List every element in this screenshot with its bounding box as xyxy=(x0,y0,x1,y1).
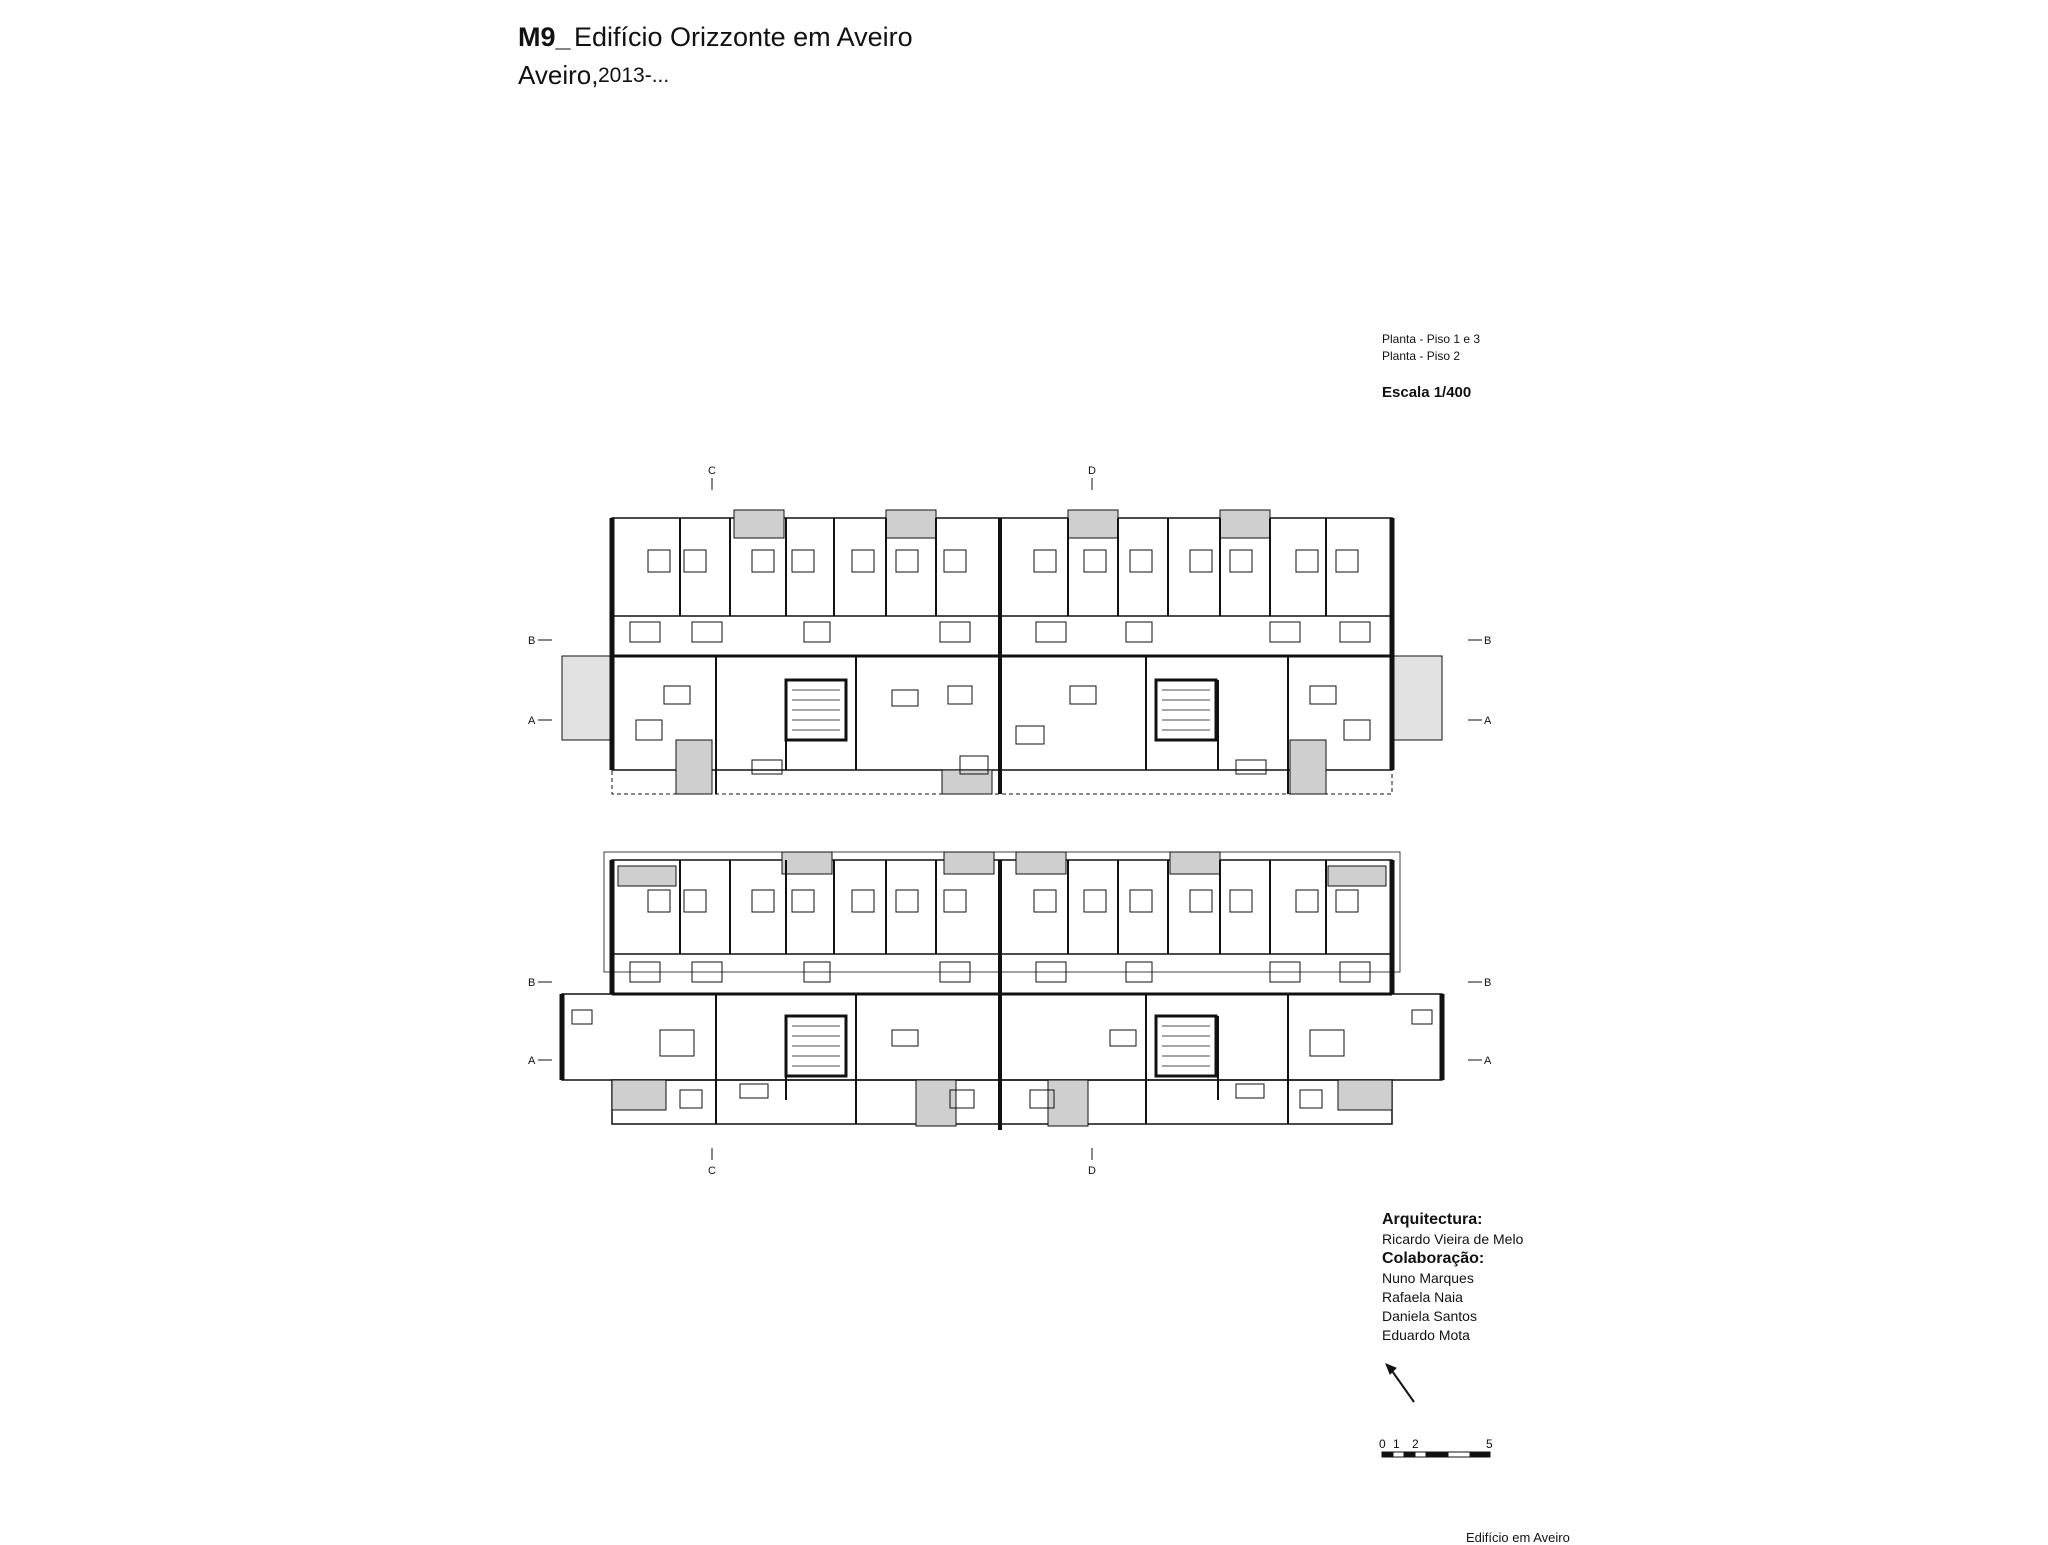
lower-plan-stair-cores xyxy=(784,1014,1218,1078)
project-title: Edifício Orizzonte em Aveiro xyxy=(574,22,913,52)
upper-plan-loggias xyxy=(733,509,1271,539)
architect-name: Ricardo Vieira de Melo xyxy=(1382,1231,1524,1247)
section-marker-b-right: B xyxy=(1484,635,1491,647)
section-marker-a-left-lower: A xyxy=(528,1055,536,1067)
upper-plan-beds xyxy=(647,549,1359,573)
legend-plan-floor-2: Planta - Piso 2 xyxy=(1382,349,1461,363)
section-marker-a-right: A xyxy=(1484,715,1492,727)
upper-plan-bathrooms xyxy=(629,621,1371,643)
section-marker-a-left: A xyxy=(528,715,536,727)
project-year: 2013-... xyxy=(598,64,670,87)
section-marker-d-top: D xyxy=(1088,465,1096,477)
graphic-scale-ticks: 0 1 2 5 xyxy=(1379,1437,1493,1451)
section-marker-b-right-lower: B xyxy=(1484,977,1491,989)
scale-tick-1: 1 xyxy=(1393,1437,1400,1451)
section-marker-b-left: B xyxy=(528,635,535,647)
section-marker-d-bottom: D xyxy=(1088,1165,1096,1177)
section-marker-lines xyxy=(538,478,1482,1160)
collaborator-name: Daniela Santos xyxy=(1382,1308,1477,1324)
north-arrow-icon xyxy=(1385,1363,1415,1403)
lower-plan-beds xyxy=(647,889,1359,913)
lower-plan-stair-treads xyxy=(792,1025,1210,1067)
section-marker-c-top: C xyxy=(708,465,716,477)
collaborator-name: Eduardo Mota xyxy=(1382,1327,1470,1343)
upper-plan-right-balcony xyxy=(1391,655,1443,741)
section-marker-labels: B A B A B A B A C D C D xyxy=(528,465,1492,1177)
scale-tick-2: 2 xyxy=(1412,1437,1419,1451)
project-city: Aveiro, xyxy=(518,60,599,90)
floor-plan-floors-1-3 xyxy=(561,509,1443,795)
section-marker-b-left-lower: B xyxy=(528,977,535,989)
scale-tick-5: 5 xyxy=(1486,1437,1493,1451)
sheet-code: M9_ xyxy=(518,22,571,52)
collaborator-name: Rafaela Naia xyxy=(1382,1289,1463,1305)
upper-plan-stair-cores xyxy=(784,678,1218,742)
footer-caption: Edifício em Aveiro xyxy=(1466,1530,1570,1545)
lower-plan-partitions xyxy=(612,860,1392,1124)
section-marker-a-right-lower: A xyxy=(1484,1055,1492,1067)
section-marker-c-bottom: C xyxy=(708,1165,716,1177)
upper-plan-stair-treads xyxy=(792,689,1210,731)
lower-plan-furniture xyxy=(571,1009,1433,1109)
scale-label: Escala 1/400 xyxy=(1382,384,1472,401)
legend-plan-floors-1-3: Planta - Piso 1 e 3 xyxy=(1382,332,1481,346)
upper-plan-furniture xyxy=(635,685,1371,775)
floor-plan-floor-2 xyxy=(559,851,1445,1130)
architecture-heading: Arquitectura: xyxy=(1382,1211,1483,1228)
upper-plan-left-balcony xyxy=(561,655,613,741)
graphic-scale-bar xyxy=(1381,1451,1491,1458)
collaboration-heading: Colaboração: xyxy=(1382,1250,1485,1267)
lower-plan-loggias xyxy=(611,851,1393,1127)
lower-plan-bathrooms xyxy=(629,961,1371,983)
scale-tick-0: 0 xyxy=(1379,1437,1386,1451)
collaborator-name: Nuno Marques xyxy=(1382,1270,1474,1286)
